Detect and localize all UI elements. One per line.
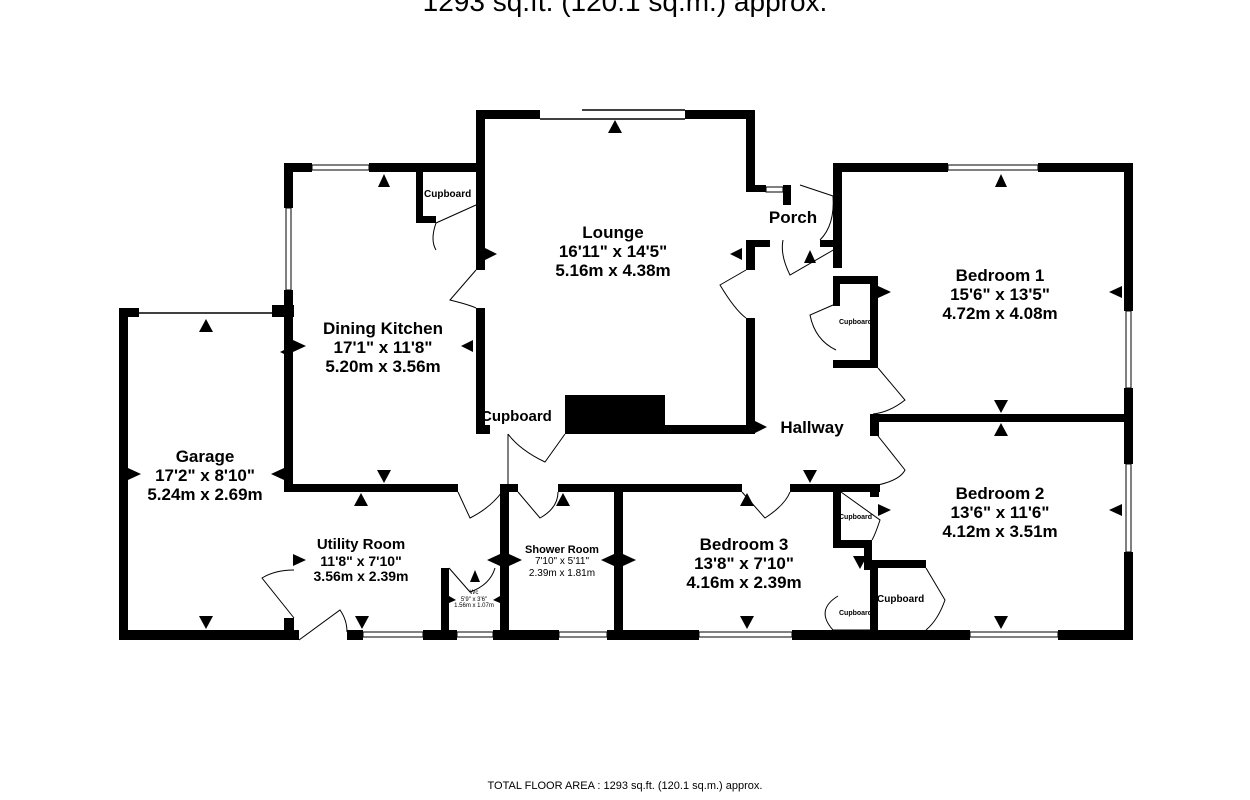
cupboard-bedroom1: Cupboard [839, 319, 873, 326]
room-imperial: 13'8" x 7'10" [694, 554, 794, 574]
room-metric: 4.16m x 2.39m [686, 573, 802, 593]
room-name: Bedroom 2 [955, 484, 1045, 503]
room-name: Utility Room [316, 536, 406, 553]
total-floor-area: TOTAL FLOOR AREA : 1293 sq.ft. (120.1 sq… [487, 780, 763, 792]
walls [119, 110, 1133, 640]
room-name: Wc [469, 590, 479, 596]
room-imperial: 5'9" x 3'6" [460, 596, 488, 603]
windows [285, 164, 1132, 638]
room-imperial: 17'2" x 8'10" [155, 466, 255, 486]
cupboard-bedroom2-lower: Cupboard [877, 594, 925, 605]
room-hallway: Hallway [770, 418, 854, 437]
room-imperial: 15'6" x 13'5" [950, 285, 1050, 305]
room-wc: Wc 5'9" x 3'6" 1.56m x 1.07m [451, 590, 497, 610]
room-name: Bedroom 3 [699, 535, 789, 554]
room-imperial: 16'11" x 14'5" [558, 242, 668, 262]
room-metric: 1.56m x 1.07m [454, 603, 494, 610]
room-metric: 4.12m x 3.51m [942, 522, 1058, 542]
room-metric: 5.24m x 2.69m [147, 485, 263, 505]
room-metric: 5.16m x 4.38m [555, 261, 671, 281]
floor-area-header: 1293 sq.ft. (120.1 sq.m.) approx. [422, 0, 828, 17]
room-imperial: 17'1" x 11'8" [333, 338, 433, 358]
door-swings [261, 184, 946, 641]
room-name: Shower Room [525, 544, 599, 556]
room-imperial: 13'6" x 11'6" [950, 503, 1050, 523]
room-metric: 3.56m x 2.39m [313, 568, 409, 585]
room-name: Dining Kitchen [323, 319, 443, 338]
room-utility: Utility Room 11'8" x 7'10" 3.56m x 2.39m [296, 536, 426, 585]
room-metric: 2.39m x 1.81m [528, 567, 596, 579]
room-metric: 4.72m x 4.08m [942, 304, 1058, 324]
sliding-doors [139, 109, 685, 314]
room-imperial: 11'8" x 7'10" [320, 552, 402, 569]
room-dining-kitchen: Dining Kitchen 17'1" x 11'8" 5.20m x 3.5… [303, 319, 463, 376]
cupboard-lounge: Cupboard [481, 408, 552, 425]
room-lounge: Lounge 16'11" x 14'5" 5.16m x 4.38m [520, 223, 706, 280]
cupboard-hall-lower: Cupboard [839, 610, 873, 617]
room-name: Porch [768, 208, 818, 227]
room-name: Hallway [780, 418, 844, 437]
room-bedroom-3: Bedroom 3 13'8" x 7'10" 4.16m x 2.39m [664, 535, 824, 592]
room-name: Garage [175, 447, 235, 466]
dimension-arrows [128, 120, 1122, 629]
room-bedroom-1: Bedroom 1 15'6" x 13'5" 4.72m x 4.08m [918, 266, 1082, 323]
room-imperial: 7'10" x 5'11" [534, 556, 590, 568]
room-garage: Garage 17'2" x 8'10" 5.24m x 2.69m [130, 447, 280, 504]
cupboard-bedroom2-upper: Cupboard [839, 514, 873, 521]
room-bedroom-2: Bedroom 2 13'6" x 11'6" 4.12m x 3.51m [918, 484, 1082, 541]
cupboard-kitchen: Cupboard [424, 189, 472, 200]
room-name: Bedroom 1 [955, 266, 1045, 285]
room-shower: Shower Room 7'10" x 5'11" 2.39m x 1.81m [511, 544, 613, 579]
room-metric: 5.20m x 3.56m [325, 357, 441, 377]
room-name: Lounge [582, 223, 644, 242]
room-porch: Porch [760, 208, 826, 227]
